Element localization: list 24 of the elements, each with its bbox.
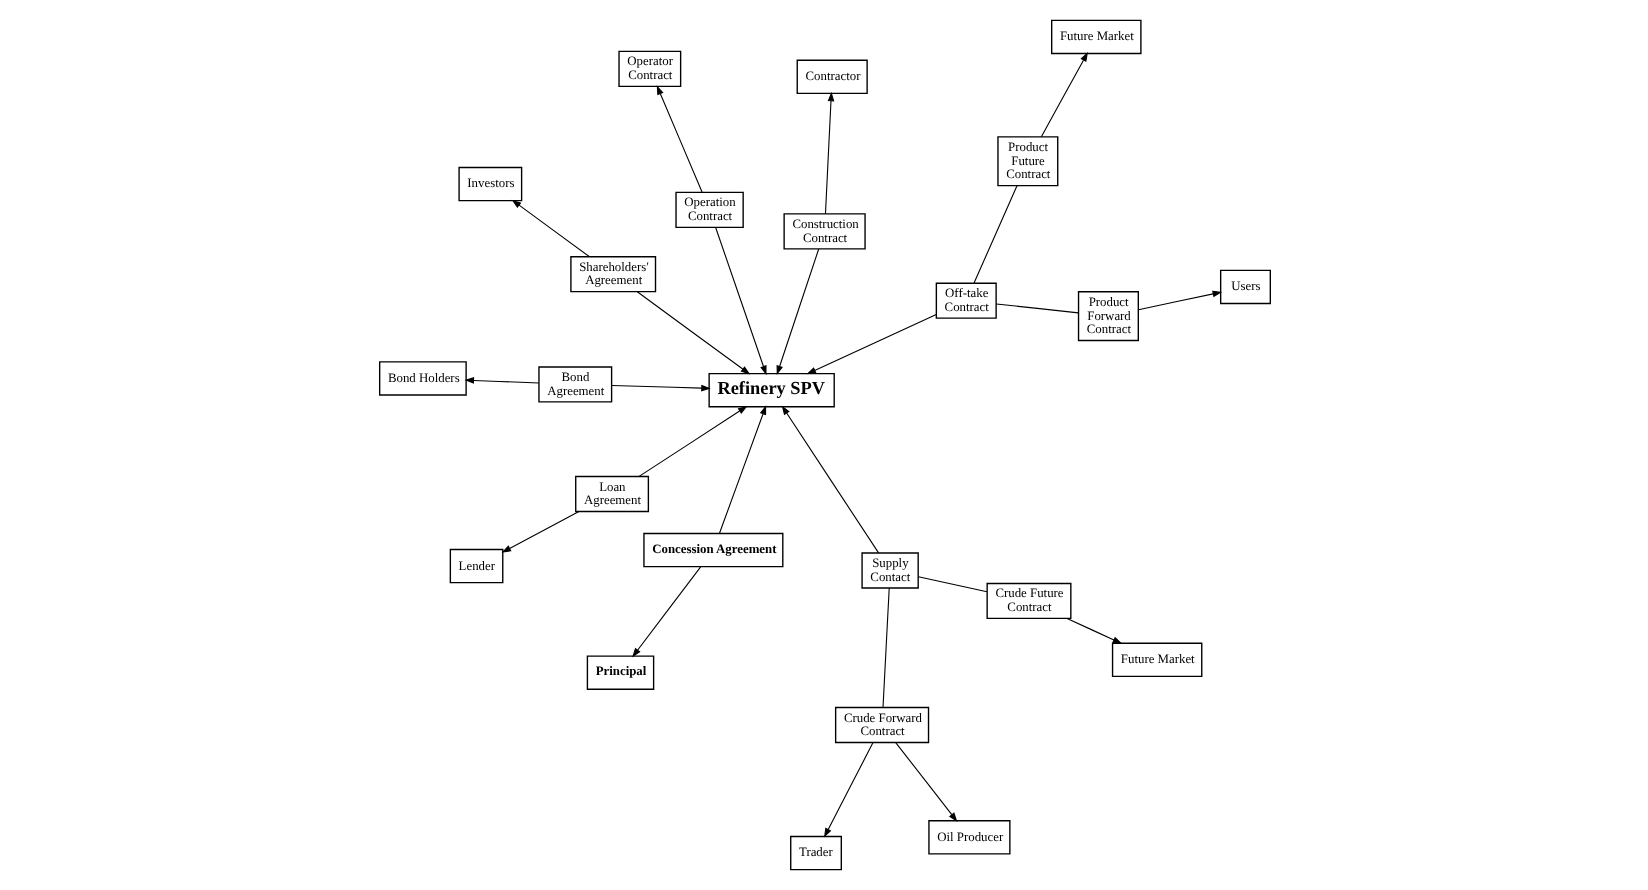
arrow (1136, 290, 1222, 311)
arrow (610, 384, 710, 392)
connector (994, 303, 1078, 314)
arrow (805, 313, 936, 375)
arrow (714, 226, 766, 376)
arrow (463, 377, 539, 384)
connector (881, 587, 889, 708)
arrow (775, 248, 819, 376)
arrow (823, 742, 873, 838)
arrow (637, 405, 747, 477)
arrow (510, 199, 589, 258)
arrow (655, 85, 702, 193)
node-box: Refinery SPV (707, 372, 834, 408)
arrow (717, 405, 766, 534)
arrow (780, 405, 879, 554)
arrow (631, 566, 701, 658)
arrow (635, 291, 750, 375)
arrow (894, 742, 957, 822)
arrow (500, 511, 579, 553)
arrow (1039, 52, 1087, 138)
arrow (1065, 617, 1122, 644)
connector (916, 576, 987, 593)
arrow (823, 91, 834, 215)
connector (972, 185, 1017, 284)
